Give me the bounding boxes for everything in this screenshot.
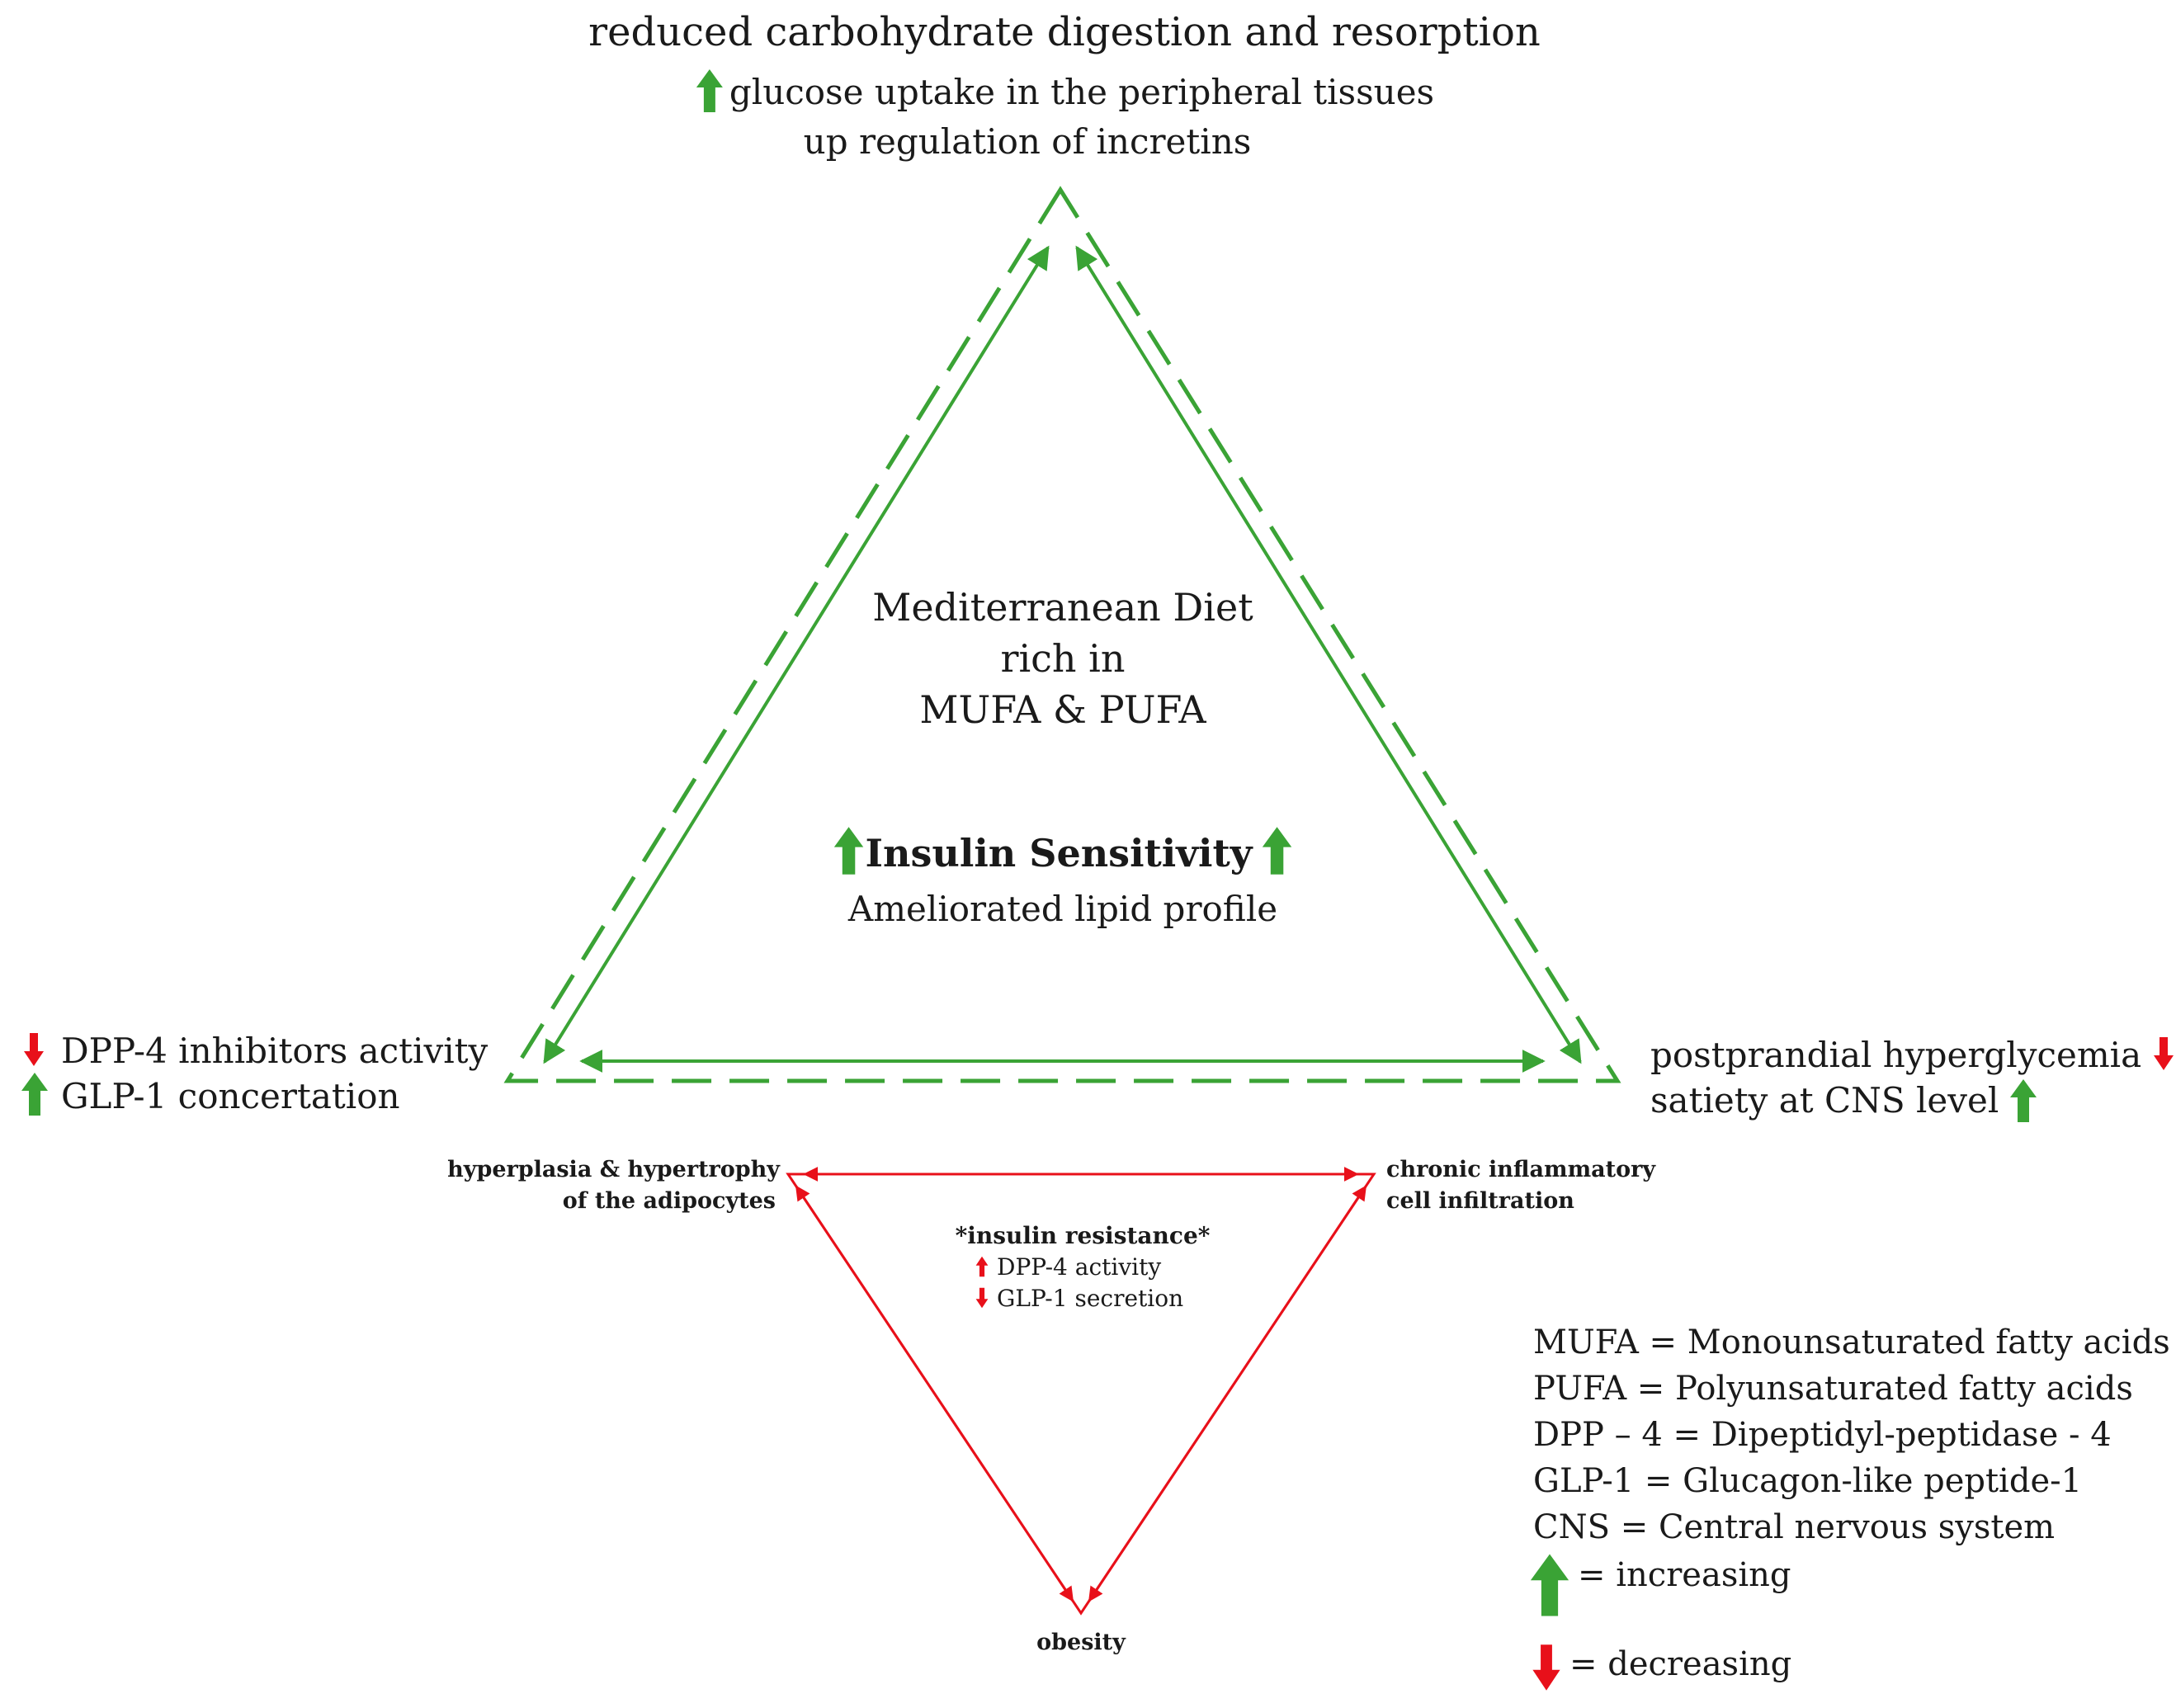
right-line-1: postprandial hyperglycemia (1650, 1035, 2142, 1075)
red-left-label-1: hyperplasia & hypertrophy (447, 1157, 780, 1182)
legend-item-pufa: PUFA = Polyunsaturated fatty acids (1533, 1370, 2133, 1408)
legend-increasing: = increasing (1578, 1556, 1791, 1594)
red-up-arrow-icon (975, 1256, 989, 1276)
right-line-1-row: postprandial hyperglycemia (1650, 1035, 2174, 1075)
left-line-2: GLP-1 concertation (61, 1076, 400, 1116)
insulin-row: Insulin Sensitivity (833, 827, 1294, 876)
arrow-left-edge (543, 245, 1050, 1064)
green-up-arrow-icon (21, 1073, 48, 1116)
green-up-arrow-icon (2010, 1079, 2037, 1122)
red-bottom-label: obesity (1036, 1630, 1126, 1655)
red-center-line-1: DPP-4 activity (997, 1253, 1162, 1281)
red-right-label-1: chronic inflammatory (1386, 1157, 1656, 1182)
top-line-3: up regulation of incretins (803, 121, 1252, 162)
right-line-2-row: satiety at CNS level (1650, 1079, 2038, 1125)
red-left-label-2: of the adipocytes (562, 1188, 776, 1214)
legend-red-down-arrow-icon (1532, 1644, 1560, 1691)
left-line-1: DPP-4 inhibitors activity (61, 1031, 489, 1071)
legend-green-up-arrow-icon (1530, 1554, 1569, 1616)
green-up-arrow-icon (696, 69, 723, 112)
legend-item-mufa: MUFA = Monounsaturated fatty acids (1533, 1323, 2170, 1361)
right-line-2: satiety at CNS level (1650, 1080, 1999, 1121)
red-arrow-left (795, 1185, 1074, 1602)
top-line-1: reduced carbohydrate digestion and resor… (588, 9, 1541, 55)
legend-decreasing: = decreasing (1569, 1645, 1792, 1683)
red-down-arrow-icon (24, 1033, 44, 1066)
insulin-sensitivity: Insulin Sensitivity (865, 831, 1253, 875)
center-line-2: rich in (1000, 636, 1126, 681)
green-up-arrow-icon (833, 827, 864, 875)
red-arrow-right (1088, 1185, 1367, 1602)
red-down-arrow-icon (2154, 1037, 2174, 1070)
red-center-line-1-row: DPP-4 activity (975, 1253, 1162, 1281)
red-center-title: *insulin resistance* (955, 1222, 1211, 1249)
top-line-2-row: glucose uptake in the peripheral tissues (695, 69, 1435, 114)
lipid-profile: Ameliorated lipid profile (847, 889, 1278, 929)
green-up-arrow-icon (1262, 827, 1292, 875)
left-line-2-row: GLP-1 concertation (20, 1073, 400, 1118)
top-line-2: glucose uptake in the peripheral tissues (729, 72, 1435, 112)
legend-item-glp1: GLP-1 = Glucagon-like peptide-1 (1533, 1462, 2083, 1500)
legend-item-cns: CNS = Central nervous system (1533, 1508, 2056, 1546)
center-line-3: MUFA & PUFA (919, 687, 1206, 732)
arrow-right-edge (1075, 245, 1582, 1064)
red-down-arrow-icon (975, 1287, 989, 1308)
legend-item-dpp4: DPP – 4 = Dipeptidyl-peptidase - 4 (1533, 1416, 2112, 1454)
outer-dashed-triangle (503, 186, 1621, 1083)
red-center-line-2-row: GLP-1 secretion (975, 1285, 1184, 1312)
red-center-line-2: GLP-1 secretion (997, 1285, 1184, 1312)
center-line-1: Mediterranean Diet (872, 585, 1253, 630)
red-right-label-2: cell infiltration (1386, 1188, 1574, 1214)
left-line-1-row: DPP-4 inhibitors activity (23, 1031, 488, 1071)
